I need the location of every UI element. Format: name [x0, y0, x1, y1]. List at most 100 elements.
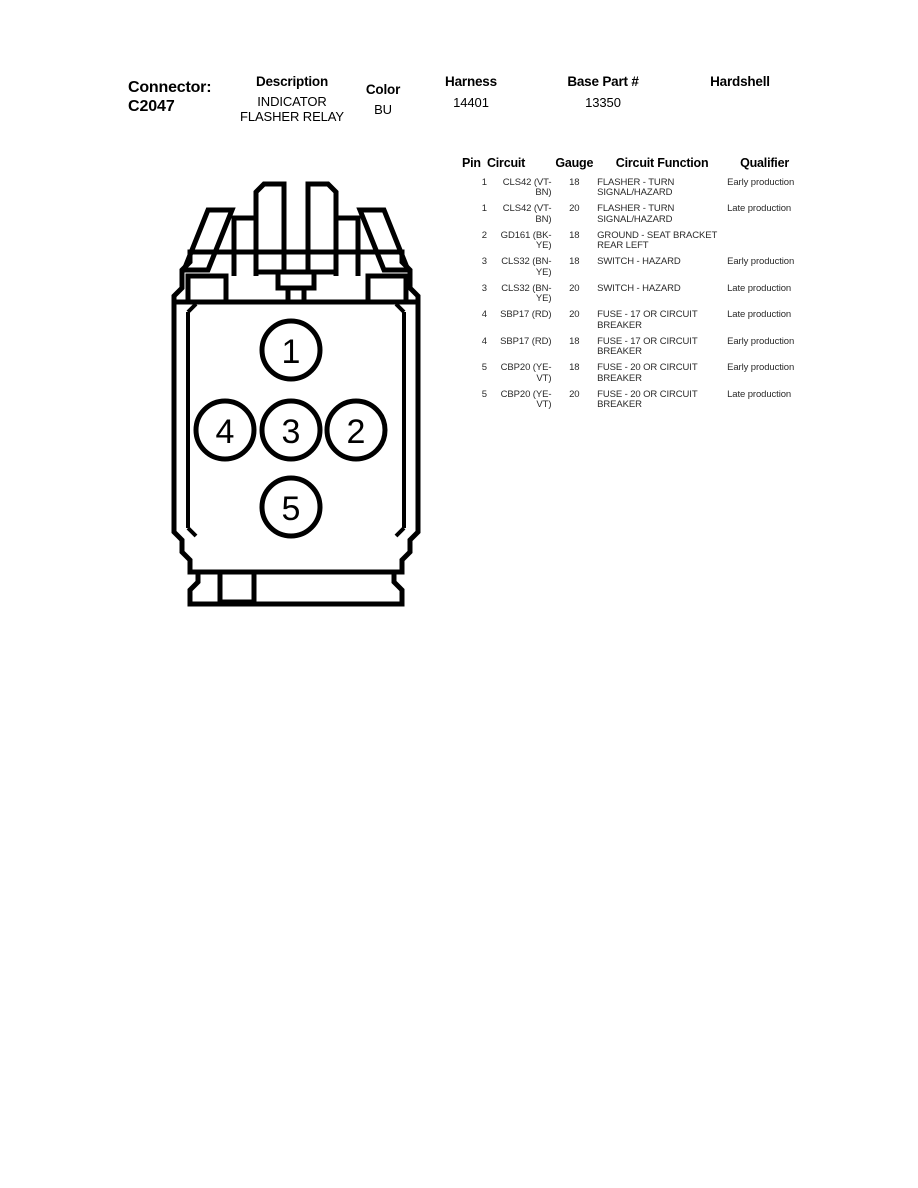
- cell-circuit: CLS32 (BN-YE): [501, 282, 552, 304]
- table-row: 5 CBP20 (YE-VT) 20 FUSE - 20 OR CIRCUIT BRE…: [462, 388, 802, 415]
- color-value: BU: [374, 102, 392, 117]
- cell-pin: 5: [481, 362, 487, 373]
- pin-table-header-row: Pin Circuit Gauge Circuit Function Quali…: [462, 156, 802, 176]
- cell-qualifier: Early production: [727, 176, 795, 188]
- pin-circle-5: [259, 475, 323, 539]
- pin-table: Pin Circuit Gauge Circuit Function Quali…: [462, 156, 802, 415]
- cell-gauge: 18: [569, 335, 580, 347]
- connector-inner-wall-right-bevel: [394, 302, 406, 314]
- pin-number-3: 3: [282, 413, 301, 451]
- center-latch-block: [253, 238, 339, 275]
- cell-circuit-function: FLASHER - TURN SIGNAL/HAZARD: [597, 203, 675, 225]
- table-row: 5 CBP20 (YE-VT) 18 FUSE - 20 OR CIRCUIT BRE…: [462, 362, 802, 389]
- document-header: Connector: C2047 Description INDICATOR F…: [0, 0, 918, 140]
- base-part-value: 13350: [585, 95, 621, 110]
- cell-gauge: 18: [569, 176, 580, 188]
- center-latch-foot: [285, 288, 307, 305]
- cell-gauge: 20: [569, 203, 580, 214]
- table-row: 4 SBP17 (RD) 18 FUSE - 17 OR CIRCUIT BREAKE…: [462, 335, 802, 362]
- connector-inner-wall-left-bevel-lower: [186, 526, 198, 538]
- connector-value: C2047: [128, 98, 175, 115]
- color-group: Color BU: [360, 82, 406, 117]
- cell-circuit: CLS42 (VT-BN): [502, 176, 552, 198]
- connector-label: Connector:: [128, 79, 212, 96]
- base-part-group: Base Part # 13350: [550, 74, 656, 110]
- cell-circuit: CBP20 (YE-VT): [500, 362, 552, 384]
- cell-pin: 1: [481, 176, 487, 188]
- cell-qualifier: Late production: [727, 309, 792, 320]
- pin-circle-3: [259, 398, 323, 462]
- pin-number-5: 5: [282, 490, 301, 528]
- pin-table-head: Pin Circuit Gauge Circuit Function Quali…: [462, 156, 802, 176]
- cell-qualifier: [727, 229, 802, 256]
- cell-pin: 2: [481, 229, 487, 241]
- harness-group: Harness 14401: [428, 74, 514, 110]
- cell-gauge: 20: [569, 282, 580, 294]
- center-latch-right-finger: [305, 181, 339, 275]
- cell-circuit: GD161 (BK-YE): [500, 229, 552, 251]
- pin-number-2: 2: [347, 413, 366, 451]
- cell-gauge: 18: [569, 229, 580, 241]
- column-header-circuit-function: Circuit Function: [615, 156, 709, 170]
- harness-label: Harness: [445, 74, 497, 89]
- cell-circuit: SBP17 (RD): [500, 335, 552, 347]
- pin-circle-2: [324, 398, 388, 462]
- cell-qualifier: Early production: [727, 256, 795, 267]
- cell-circuit-function: GROUND - SEAT BRACKET REAR LEFT: [597, 229, 717, 251]
- pin-number-4: 4: [216, 413, 235, 451]
- bottom-skirt: [187, 572, 405, 607]
- cell-circuit: CLS32 (BN-YE): [501, 256, 552, 278]
- cell-qualifier: Late production: [727, 203, 792, 214]
- center-latch-stem: [275, 272, 317, 291]
- cell-gauge: 20: [569, 309, 580, 320]
- base-part-label: Base Part #: [567, 74, 639, 89]
- pin-numbers: 1 4 3 2 5: [216, 333, 366, 528]
- cell-gauge: 20: [569, 388, 580, 400]
- table-row: 2 GD161 (BK-YE) 18 GROUND - SEAT BRACKET RE…: [462, 229, 802, 256]
- cell-gauge: 18: [569, 362, 580, 373]
- description-label: Description: [255, 74, 329, 89]
- bottom-keying-tab: [217, 569, 257, 605]
- cell-circuit: SBP17 (RD): [500, 309, 552, 320]
- column-header-pin: Pin: [462, 156, 481, 170]
- cell-circuit: CLS42 (VT-BN): [502, 203, 552, 225]
- column-header-gauge: Gauge: [555, 156, 594, 170]
- table-row: 1 CLS42 (VT-BN) 18 FLASHER - TURN SIGNAL/HA…: [462, 176, 802, 203]
- cell-qualifier: Early production: [727, 362, 795, 373]
- right-wing: [356, 207, 412, 273]
- connector-diagram: 1 4 3 2 5: [160, 180, 435, 640]
- cell-circuit-function: FUSE - 20 OR CIRCUIT BREAKER: [597, 362, 698, 384]
- cell-pin: 4: [481, 309, 487, 320]
- connector-inner-wall-left-bevel: [186, 302, 198, 314]
- cell-circuit-function: FUSE - 20 OR CIRCUIT BREAKER: [597, 388, 698, 410]
- pin-number-1: 1: [282, 333, 301, 371]
- left-wing: [180, 207, 236, 273]
- cell-pin: 5: [481, 388, 487, 400]
- hardshell-label: Hardshell: [710, 74, 770, 89]
- cell-gauge: 18: [569, 256, 580, 267]
- cell-qualifier: Early production: [727, 335, 795, 347]
- column-header-circuit: Circuit: [486, 156, 526, 170]
- right-latch-post: [333, 215, 361, 276]
- cell-circuit-function: SWITCH - HAZARD: [597, 282, 681, 294]
- color-label: Color: [365, 82, 401, 97]
- cell-circuit-function: FUSE - 17 OR CIRCUIT BREAKER: [597, 335, 698, 357]
- pin-circles: [193, 318, 388, 539]
- cell-pin: 3: [481, 256, 487, 267]
- cell-qualifier: Late production: [727, 282, 792, 294]
- connector-svg: 1 4 3 2 5: [171, 181, 421, 607]
- pin-circle-1: [259, 318, 323, 382]
- description-group: Description INDICATOR FLASHER RELAY: [232, 74, 352, 124]
- right-shelf-tab: [365, 273, 409, 305]
- cell-qualifier: Late production: [727, 388, 792, 400]
- cell-pin: 4: [481, 335, 487, 347]
- cell-circuit-function: FLASHER - TURN SIGNAL/HAZARD: [597, 176, 675, 198]
- cell-circuit: CBP20 (YE-VT): [500, 388, 552, 410]
- column-header-qualifier: Qualifier: [740, 156, 790, 170]
- pin-table-container: Pin Circuit Gauge Circuit Function Quali…: [462, 156, 802, 415]
